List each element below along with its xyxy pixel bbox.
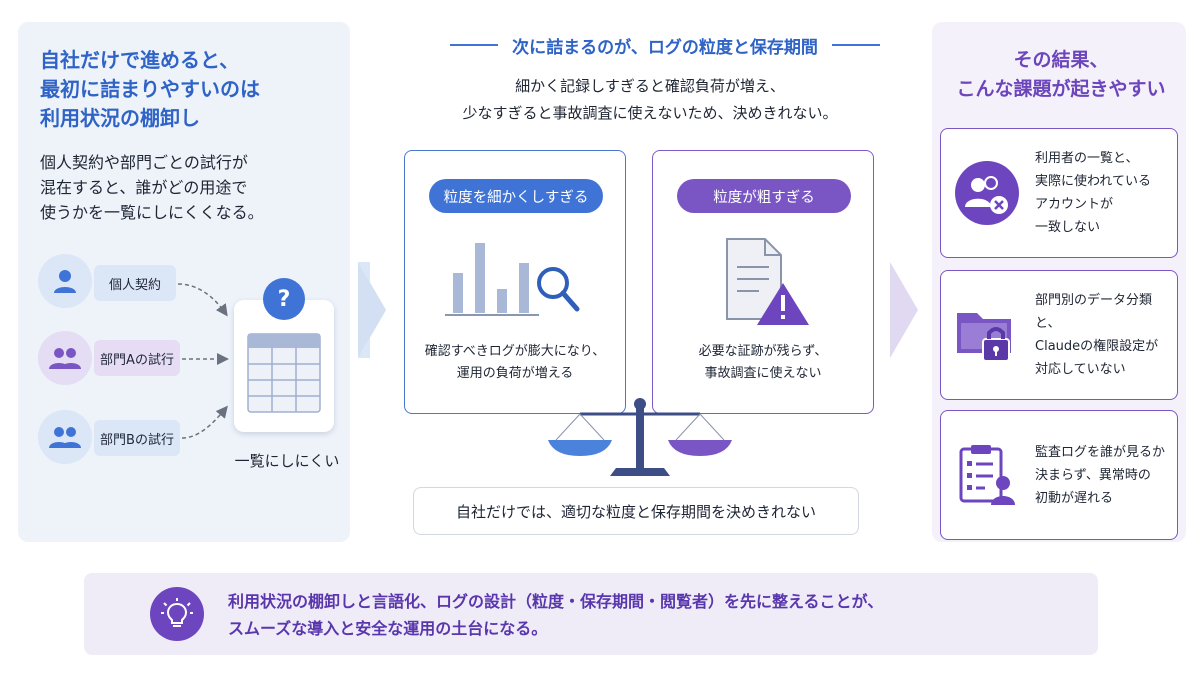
folder-lock-icon [953, 301, 1021, 369]
person-icon [38, 254, 92, 308]
middle-heading: 次に詰まるのが、ログの粒度と保存期間 [420, 32, 910, 58]
right-title: その結果、 こんな課題が起きやすい [956, 49, 1166, 100]
chevron-right-icon [890, 262, 918, 358]
tag-dept-b-trial: 部門Bの試行 [94, 420, 180, 456]
issue-card: 監査ログを誰が見るか 決まらず、異常時の 初動が遅れる [940, 410, 1178, 540]
middle-description: 細かく記録しすぎると確認負荷が増え、 少なすぎると事故調査に使えないため、決めき… [462, 77, 838, 122]
dashed-arrows [177, 283, 229, 439]
left-description: 個人契約や部門ごとの試行が 混在すると、誰がどの用途で 使うかを一覧にしにくくな… [40, 153, 264, 222]
coarse-granularity-label: 粒度が粗すぎる [677, 179, 851, 213]
coarse-granularity-text: 必要な証跡が残らず、 事故調査に使えない [698, 344, 828, 381]
user-mismatch-icon [953, 159, 1021, 227]
balance-scale-icon [548, 398, 732, 476]
spreadsheet-icon [247, 333, 321, 413]
heading-rule [831, 44, 880, 46]
sheet-caption: 一覧にしにくい [234, 452, 340, 470]
fine-granularity-box: 粒度を細かくしすぎる 確認すべきログが膨大になり、 運用の負荷が増える [404, 150, 626, 414]
tag-dept-a-trial: 部門Aの試行 [94, 340, 180, 376]
clipboard-user-icon [953, 441, 1021, 509]
issue-text: 部門別のデータ分類と、 Claudeの権限設定が 対応していない [1035, 293, 1159, 377]
question-icon: ? [263, 278, 305, 320]
issue-card: 部門別のデータ分類と、 Claudeの権限設定が 対応していない [940, 270, 1178, 400]
spreadsheet-card [234, 300, 334, 432]
coarse-granularity-box: 粒度が粗すぎる 必要な証跡が残らず、 事故調査に使えない [652, 150, 874, 414]
issue-card: 利用者の一覧と、 実際に使われている アカウントが 一致しない [940, 128, 1178, 258]
document-warning-icon [726, 238, 809, 325]
lightbulb-icon [150, 587, 204, 641]
group-icon [38, 331, 92, 385]
left-title: 自社だけで進めると、 最初に詰まりやすいのは 利用状況の棚卸し [40, 48, 260, 130]
middle-conclusion: 自社だけでは、適切な粒度と保存期間を決めきれない [413, 487, 859, 535]
issue-text: 利用者の一覧と、 実際に使われている アカウントが 一致しない [1035, 151, 1151, 235]
issue-text: 監査ログを誰が見るか 決まらず、異常時の 初動が遅れる [1035, 444, 1166, 506]
footer-banner [84, 573, 1098, 655]
group-icon [38, 410, 92, 464]
chevron-right-icon [358, 262, 386, 358]
fine-granularity-label: 粒度を細かくしすぎる [429, 179, 603, 213]
heading-rule [450, 44, 499, 46]
footer-text: 利用状況の棚卸しと言語化、ログの設計（粒度・保存期間・閲覧者）を先に整えることが… [228, 592, 884, 638]
fine-granularity-text: 確認すべきログが膨大になり、 運用の負荷が増える [424, 344, 606, 381]
middle-heading-text: 次に詰まるのが、ログの粒度と保存期間 [512, 37, 818, 58]
tag-personal-contract: 個人契約 [94, 265, 176, 301]
bar-chart-search-icon [445, 243, 580, 316]
